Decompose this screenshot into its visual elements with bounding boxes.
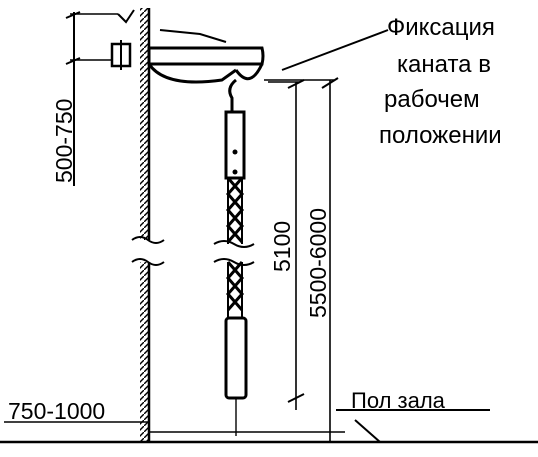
dimension-rope-length: 5100 <box>268 79 305 410</box>
annotation-line-3: рабочем <box>384 86 480 113</box>
dimension-total-height-label: 5500-6000 <box>305 208 331 318</box>
rope <box>213 78 255 436</box>
dimension-wall-offset-label: 750-1000 <box>8 398 105 424</box>
annotation-leader <box>281 29 389 71</box>
annotation-line-1: Фиксация <box>387 14 495 41</box>
dimension-wall-offset: 750-1000 <box>4 398 150 424</box>
dimension-rope-length-label: 5100 <box>269 221 295 272</box>
dimension-mount-height-label: 500-750 <box>51 99 77 183</box>
annotation-line-2: каната в <box>397 51 491 78</box>
dimension-total-height: 5500-6000 <box>264 77 339 442</box>
floor-label: Пол зала <box>351 388 446 413</box>
wall-bracket <box>110 9 265 84</box>
dimension-mount-height: 500-750 <box>51 11 118 186</box>
floor-line <box>0 409 538 444</box>
annotation: Фиксация каната в рабочем положении <box>379 14 502 149</box>
annotation-line-4: положении <box>379 122 502 149</box>
